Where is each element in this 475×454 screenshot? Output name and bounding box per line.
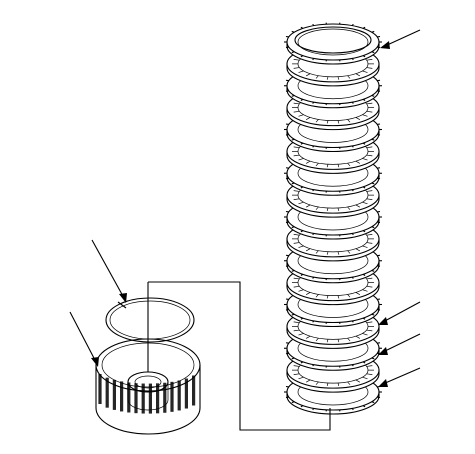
callout-friction-plate bbox=[378, 334, 420, 355]
drum-slot bbox=[98, 374, 101, 404]
drum-spline-slots bbox=[98, 374, 195, 414]
clutch-drum bbox=[96, 282, 200, 434]
drum-slot bbox=[120, 381, 123, 411]
callout-snap-ring bbox=[92, 240, 127, 303]
drum-slot bbox=[170, 382, 173, 412]
snap-ring bbox=[106, 298, 194, 342]
callout-pressure-plate bbox=[380, 30, 420, 49]
callout-steel-plate bbox=[378, 302, 420, 325]
clutch-drum-assembly bbox=[96, 282, 200, 434]
callout-clutch-drum bbox=[70, 312, 99, 367]
drum-slot bbox=[106, 378, 109, 408]
callout-bottom-plate bbox=[378, 368, 420, 387]
drum-slot bbox=[185, 379, 188, 409]
drum-slot bbox=[113, 380, 116, 410]
drum-slot bbox=[192, 375, 195, 405]
pressure-plate bbox=[284, 23, 382, 64]
clutch-plate-stack bbox=[284, 23, 382, 414]
drum-slot bbox=[178, 380, 181, 410]
